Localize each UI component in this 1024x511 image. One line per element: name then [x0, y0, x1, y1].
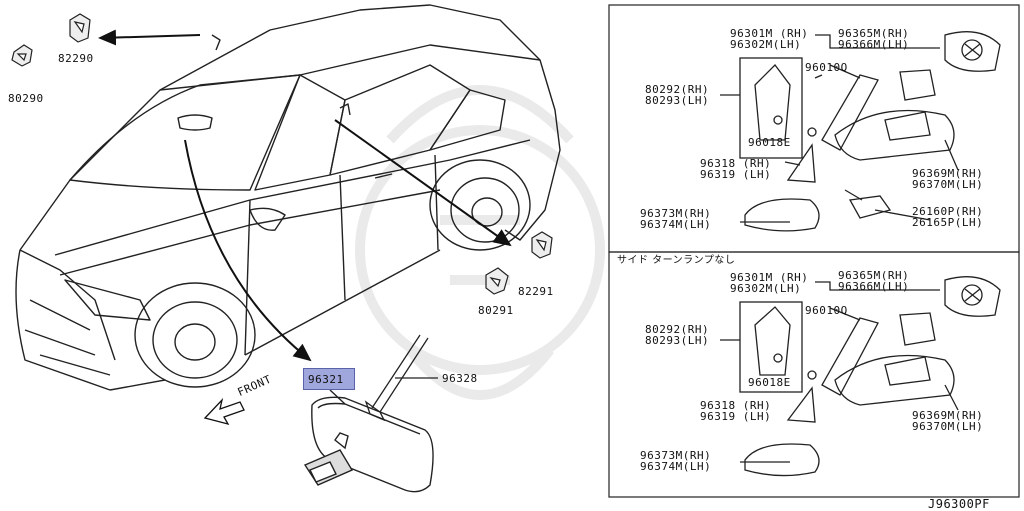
label-bottom-cover-trim: 80292(RH) 80293(LH) — [645, 323, 710, 347]
label-bottom-corner: 96318 (RH) 96319 (LH) — [700, 399, 772, 423]
panel-bottom-parts — [720, 276, 1001, 477]
panel-bottom-frame — [608, 251, 1020, 498]
label-top-cap: 96373M(RH) 96374M(LH) — [640, 207, 712, 231]
label-top-screw: 96010Q — [805, 61, 848, 74]
label-bottom-cap: 96373M(RH) 96374M(LH) — [640, 449, 712, 473]
label-bottom-housing: 96369M(RH) 96370M(LH) — [912, 409, 984, 433]
label-80291: 80291 — [478, 304, 514, 317]
label-bottom-clip: 96018E — [748, 376, 791, 389]
label-top-housing: 96369M(RH) 96370M(LH) — [912, 167, 984, 191]
clip-80291 — [485, 267, 509, 295]
car-illustration — [15, 4, 561, 391]
label-top-actuator: 96365M(RH) 96366M(LH) — [838, 27, 910, 51]
highlight-96321 — [303, 368, 355, 390]
label-top-glass: 96301M (RH) 96302M(LH) — [730, 27, 809, 51]
clip-80290 — [11, 44, 33, 67]
label-top-lamp: 26160P(RH) 26165P(LH) — [912, 205, 984, 229]
label-82290: 82290 — [58, 52, 94, 65]
label-bottom-screw: 96010Q — [805, 304, 848, 317]
label-96321: 96321 — [308, 373, 344, 386]
label-80290: 80290 — [8, 92, 44, 105]
diagram-id: J96300PF — [928, 497, 990, 511]
label-top-clip: 96018E — [748, 136, 791, 149]
label-top-cover-trim: 80292(RH) 80293(LH) — [645, 83, 710, 107]
panel-top-parts — [720, 31, 1001, 232]
label-96328: 96328 — [442, 372, 478, 385]
label-top-corner: 96318 (RH) 96319 (LH) — [700, 157, 772, 181]
clip-82291 — [531, 231, 553, 259]
callout-arrows — [98, 29, 512, 362]
rearview-mirror — [303, 389, 434, 493]
label-82291: 82291 — [518, 285, 554, 298]
label-bottom-actuator: 96365M(RH) 96366M(LH) — [838, 269, 910, 293]
panel-bottom-title: サイド ターンランプなし — [617, 255, 736, 266]
front-arrow-icon — [203, 397, 245, 426]
label-bottom-glass: 96301M (RH) 96302M(LH) — [730, 271, 809, 295]
mirror-bracket — [364, 334, 438, 422]
clip-82290 — [69, 13, 91, 43]
